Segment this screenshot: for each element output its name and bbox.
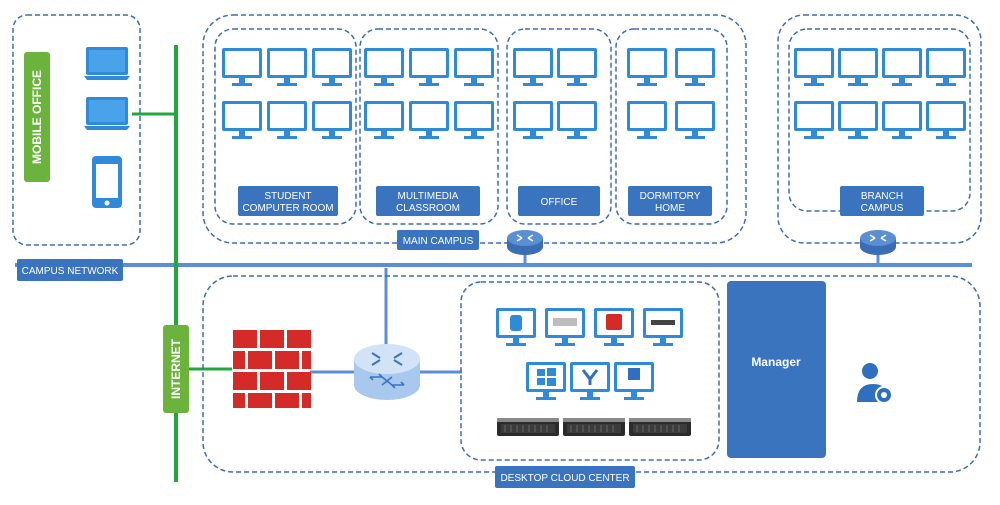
cloud-services-zone: [460, 281, 720, 461]
dormitory-monitors: [627, 48, 715, 139]
monitor-icon: [675, 48, 715, 86]
app-logo-icon: [581, 369, 599, 385]
dormitory-label: DORMITORY HOME: [628, 186, 712, 216]
monitor-icon: [882, 101, 922, 139]
router-icon: [506, 229, 544, 256]
monitor-icon: [794, 48, 834, 86]
firewall-icon: [233, 330, 311, 408]
server-icon: [628, 417, 692, 437]
office-label: OFFICE: [518, 186, 600, 216]
branch-campus-monitors: [794, 48, 966, 139]
main-campus-label: MAIN CAMPUS: [397, 230, 479, 250]
monitor-icon: [926, 48, 966, 86]
server-icon: [562, 417, 626, 437]
monitor-icon: [882, 48, 922, 86]
monitor-icon: [675, 101, 715, 139]
desktop-cloud-center-text: DESKTOP CLOUD CENTER: [500, 473, 629, 484]
app-monitor-row-1: [496, 308, 683, 346]
office-monitors: [513, 48, 597, 139]
branch-label-line1: BRANCH: [861, 191, 903, 202]
office-label-text: OFFICE: [541, 197, 578, 208]
internet-label: INTERNET: [163, 325, 189, 413]
monitor-icon: [312, 101, 352, 139]
app-monitor: [594, 308, 634, 346]
monitor-icon: [926, 101, 966, 139]
windows-logo-icon: [537, 368, 556, 386]
monitor-icon: [838, 48, 878, 86]
multimedia-zone: [359, 28, 499, 225]
app-monitor: [496, 308, 536, 346]
monitor-icon: [222, 48, 262, 86]
monitor-icon: [454, 101, 494, 139]
student-room-monitors: [222, 48, 352, 139]
multimedia-label: MULTIMEDIA CLASSROOM: [376, 186, 480, 216]
multimedia-label-line1: MULTIMEDIA: [398, 191, 459, 202]
student-room-label-line1: STUDENT: [264, 191, 311, 202]
campus-network-label: CAMPUS NETWORK: [17, 259, 123, 281]
desktop-cloud-center-label: DESKTOP CLOUD CENTER: [495, 466, 635, 488]
manager-panel: Manager: [727, 281, 826, 458]
monitor-icon: [627, 48, 667, 86]
tablet-icon: [92, 156, 122, 208]
app-logo-icon: [651, 320, 675, 325]
app-monitor: [545, 308, 585, 346]
multimedia-label-line2: CLASSROOM: [396, 203, 460, 214]
monitor-icon: [557, 101, 597, 139]
app-logo-icon: [606, 314, 622, 330]
office-zone: [506, 28, 612, 225]
app-logo-icon: [510, 315, 522, 331]
multimedia-monitors: [364, 48, 494, 139]
main-campus-label-text: MAIN CAMPUS: [403, 236, 474, 247]
monitor-icon: [409, 48, 449, 86]
dormitory-zone: [615, 28, 728, 225]
mobile-office-zone: [12, 14, 141, 246]
app-monitor-row-2: [526, 362, 654, 400]
monitor-icon: [312, 48, 352, 86]
monitor-icon: [838, 101, 878, 139]
monitor-icon: [627, 101, 667, 139]
app-monitor: [570, 362, 610, 400]
monitor-icon: [513, 101, 553, 139]
admin-user-icon: [857, 363, 893, 404]
mobile-office-text: MOBILE OFFICE: [30, 70, 44, 164]
student-room-label: STUDENT COMPUTER ROOM: [238, 186, 338, 216]
monitor-icon: [267, 48, 307, 86]
branch-label-line2: CAMPUS: [861, 203, 904, 214]
router-icon: [859, 229, 897, 256]
monitor-icon: [557, 48, 597, 86]
monitor-icon: [794, 101, 834, 139]
monitor-icon: [364, 101, 404, 139]
monitor-icon: [267, 101, 307, 139]
student-room-label-line2: COMPUTER ROOM: [242, 203, 333, 214]
manager-text: Manager: [751, 355, 801, 369]
laptop-icon: [84, 97, 130, 130]
core-switch-icon: [354, 344, 420, 400]
campus-network-text: CAMPUS NETWORK: [22, 266, 119, 277]
app-monitor: [526, 362, 566, 400]
mobile-office-label: MOBILE OFFICE: [24, 52, 50, 182]
laptop-icon: [84, 47, 130, 80]
app-logo-icon: [628, 368, 640, 380]
server-icon: [496, 417, 560, 437]
dormitory-label-line1: DORMITORY: [640, 191, 701, 202]
monitor-icon: [513, 48, 553, 86]
app-monitor: [614, 362, 654, 400]
monitor-icon: [364, 48, 404, 86]
monitor-icon: [409, 101, 449, 139]
monitor-icon: [454, 48, 494, 86]
app-monitor: [643, 308, 683, 346]
branch-campus-label: BRANCH CAMPUS: [840, 186, 924, 216]
dormitory-label-line2: HOME: [655, 203, 685, 214]
student-room-zone: [214, 28, 357, 225]
internet-text: INTERNET: [169, 338, 183, 399]
app-logo-icon: [553, 318, 577, 326]
monitor-icon: [222, 101, 262, 139]
